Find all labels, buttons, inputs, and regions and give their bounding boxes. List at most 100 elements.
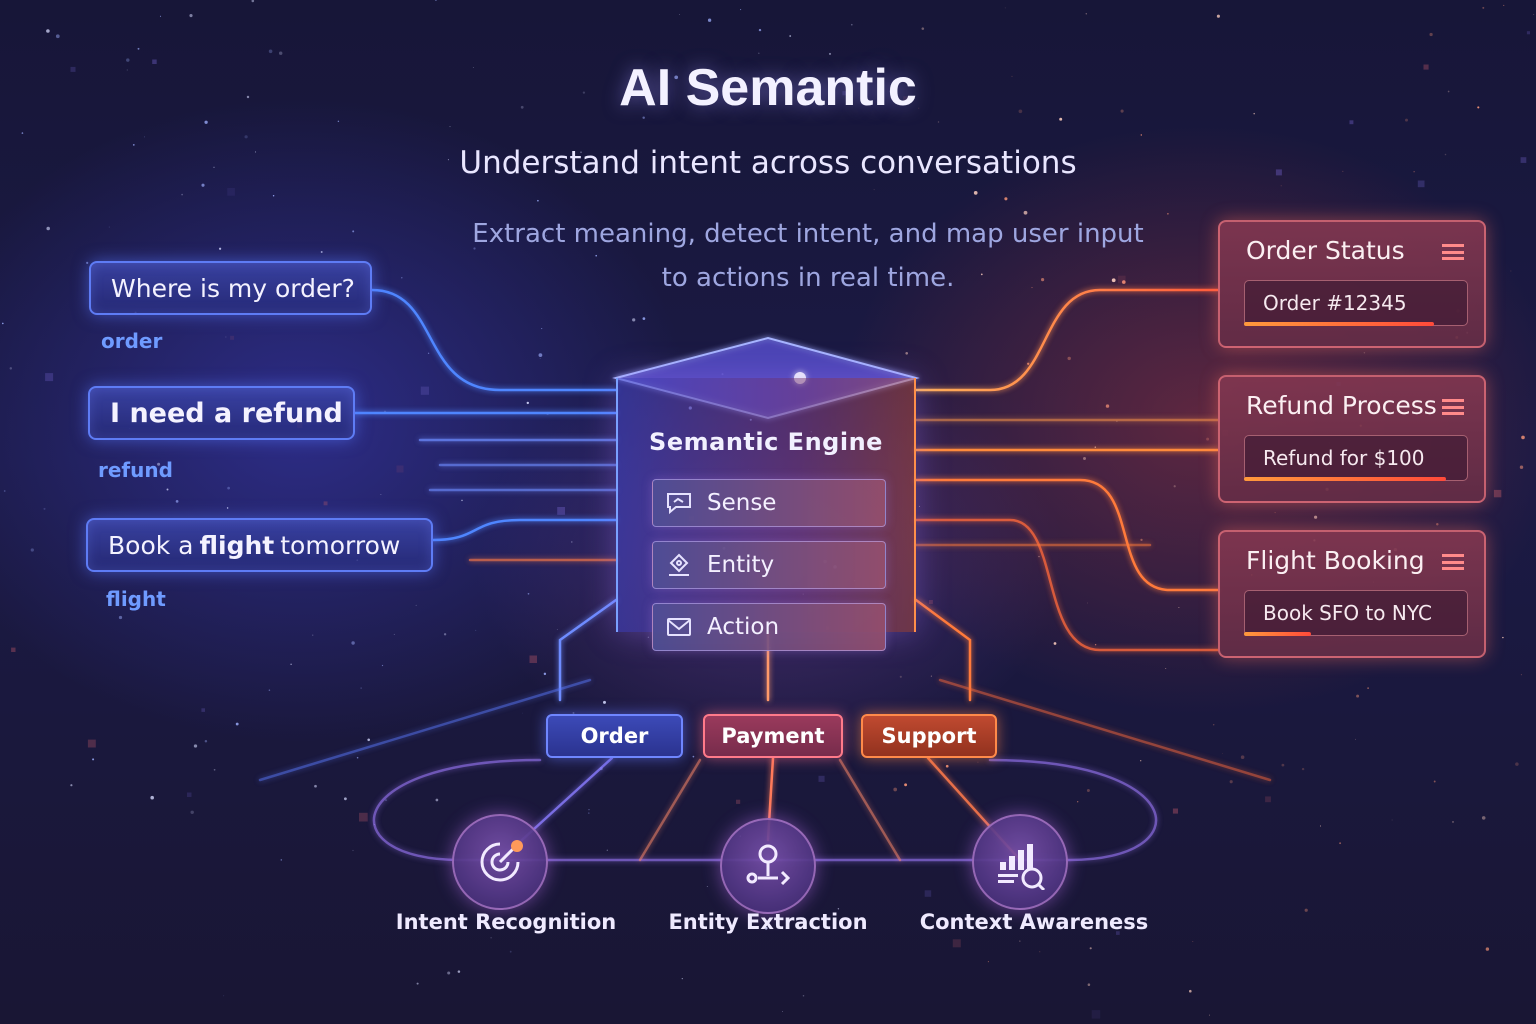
star bbox=[1083, 457, 1086, 460]
star bbox=[1304, 908, 1308, 912]
star bbox=[55, 34, 60, 39]
menu-icon[interactable] bbox=[1442, 399, 1464, 415]
star bbox=[1533, 14, 1535, 15]
star bbox=[1059, 117, 1063, 121]
star bbox=[3, 490, 6, 492]
card-field: Refund for $100 bbox=[1244, 435, 1468, 481]
star bbox=[1405, 118, 1408, 122]
star bbox=[1356, 694, 1360, 698]
star bbox=[193, 744, 198, 748]
star bbox=[251, 0, 255, 3]
star bbox=[591, 926, 595, 930]
star bbox=[1167, 212, 1169, 215]
intent-target-icon bbox=[480, 840, 523, 882]
card-title: Flight Booking bbox=[1246, 546, 1425, 575]
square-particle bbox=[201, 708, 205, 712]
star bbox=[473, 247, 476, 250]
star bbox=[86, 261, 89, 264]
square-particle bbox=[557, 507, 565, 515]
input-text-bold: I need a refund bbox=[110, 397, 343, 429]
star bbox=[1477, 106, 1480, 109]
star bbox=[679, 13, 680, 15]
output-card-flight-booking[interactable]: Flight Booking Book SFO to NYC bbox=[1218, 530, 1486, 658]
star bbox=[1280, 185, 1282, 187]
star bbox=[268, 689, 271, 691]
keyword-refund: refund bbox=[98, 458, 173, 482]
star bbox=[1355, 738, 1356, 740]
star bbox=[1342, 170, 1344, 172]
star bbox=[132, 144, 135, 146]
star bbox=[457, 970, 461, 973]
star bbox=[416, 982, 419, 985]
star bbox=[226, 507, 229, 509]
menu-icon[interactable] bbox=[1442, 244, 1464, 260]
star bbox=[1105, 404, 1110, 408]
input-bubble-order[interactable]: Where is my order? bbox=[89, 261, 372, 315]
star bbox=[381, 664, 384, 667]
entity-node-icon bbox=[746, 844, 791, 886]
square-particle bbox=[1520, 157, 1527, 163]
star bbox=[367, 738, 371, 742]
star bbox=[1485, 947, 1490, 951]
star bbox=[380, 494, 382, 495]
star bbox=[1503, 4, 1505, 6]
star bbox=[225, 336, 227, 338]
square-particle bbox=[1417, 180, 1425, 188]
keyword-flight: flight bbox=[106, 587, 166, 611]
category-tag-order[interactable]: Order bbox=[546, 714, 683, 758]
star bbox=[1039, 951, 1041, 953]
card-field: Order #12345 bbox=[1244, 280, 1468, 326]
star bbox=[556, 629, 558, 630]
input-bubble-refund[interactable]: I need a refund bbox=[88, 386, 355, 440]
star bbox=[837, 908, 840, 910]
star bbox=[1089, 947, 1092, 950]
square-particle bbox=[1349, 120, 1354, 125]
square-particle bbox=[1091, 1010, 1101, 1019]
output-card-refund-process[interactable]: Refund Process Refund for $100 bbox=[1218, 375, 1486, 503]
input-bubble-flight[interactable]: Book a flight tomorrow bbox=[86, 518, 433, 572]
star bbox=[572, 712, 575, 714]
star bbox=[1339, 842, 1342, 845]
star bbox=[352, 849, 354, 852]
square-particle bbox=[187, 792, 192, 797]
star bbox=[1178, 606, 1180, 609]
star bbox=[918, 107, 920, 109]
engine-row-label: Sense bbox=[707, 490, 777, 516]
star bbox=[1087, 983, 1091, 986]
star bbox=[1447, 90, 1450, 93]
star bbox=[1520, 674, 1522, 676]
star bbox=[1031, 287, 1033, 289]
page-description: Extract meaning, detect intent, and map … bbox=[418, 212, 1198, 300]
star bbox=[905, 351, 909, 355]
star bbox=[1094, 446, 1097, 448]
feature-intent-recognition bbox=[452, 814, 548, 910]
menu-icon[interactable] bbox=[1442, 554, 1464, 570]
card-title: Refund Process bbox=[1246, 391, 1437, 420]
star bbox=[401, 277, 403, 279]
square-particle bbox=[1118, 275, 1126, 284]
star bbox=[159, 15, 162, 17]
description-line-1: Extract meaning, detect intent, and map … bbox=[472, 219, 1144, 249]
star bbox=[1452, 820, 1454, 823]
star bbox=[776, 78, 780, 83]
engine-row-action[interactable]: Action bbox=[652, 603, 886, 651]
star bbox=[541, 328, 543, 330]
square-particle bbox=[1172, 808, 1178, 814]
star bbox=[1087, 602, 1088, 604]
wire-flight bbox=[431, 518, 618, 542]
star bbox=[227, 486, 230, 490]
engine-row-entity[interactable]: Entity bbox=[652, 541, 886, 589]
category-tag-support[interactable]: Support bbox=[861, 714, 997, 758]
engine-row-label: Entity bbox=[707, 552, 775, 578]
star bbox=[800, 228, 802, 230]
output-card-order-status[interactable]: Order Status Order #12345 bbox=[1218, 220, 1486, 348]
feature-label: Intent Recognition bbox=[395, 910, 617, 934]
star bbox=[588, 812, 590, 814]
star bbox=[475, 629, 477, 631]
star bbox=[1253, 112, 1255, 115]
star bbox=[126, 58, 130, 62]
star bbox=[280, 859, 283, 861]
category-tag-payment[interactable]: Payment bbox=[703, 714, 843, 758]
star bbox=[1391, 819, 1393, 821]
engine-row-sense[interactable]: Sense bbox=[652, 479, 886, 527]
